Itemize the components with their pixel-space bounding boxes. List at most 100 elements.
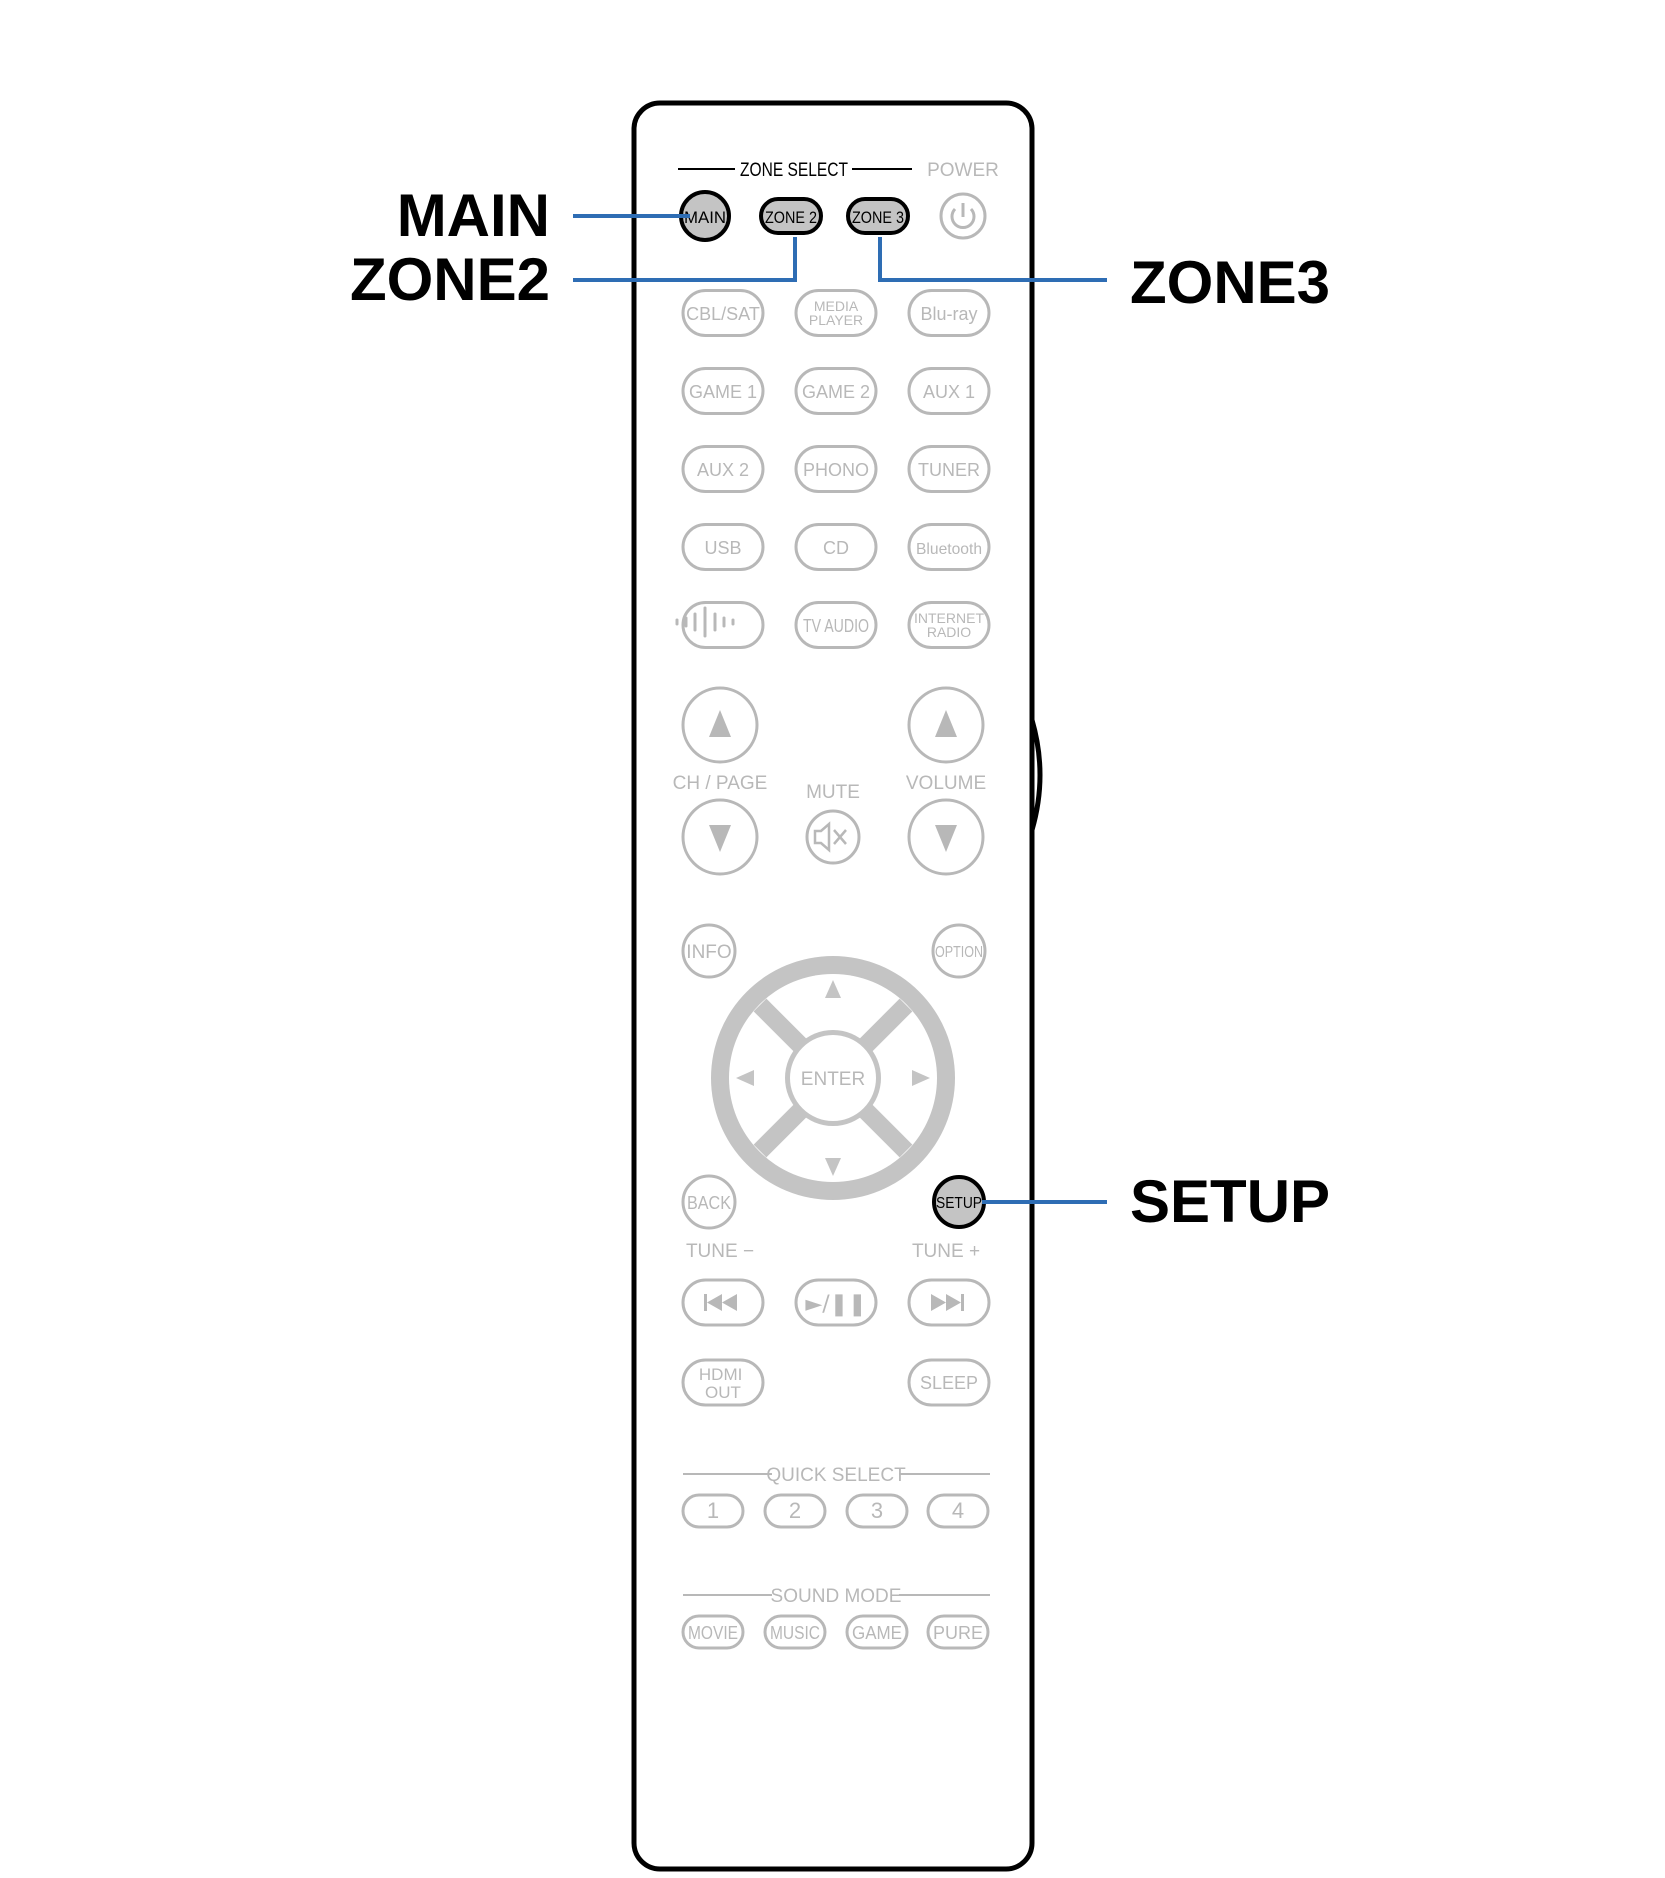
triangle-down-icon [709, 825, 731, 852]
cd-button[interactable]: CD [794, 523, 878, 571]
play-pause-button[interactable]: ►/❚❚ [794, 1278, 878, 1327]
game-1-label: GAME 1 [689, 382, 757, 402]
waveform-icon [675, 606, 735, 638]
blu-ray-label: Blu-ray [920, 304, 977, 324]
game-1-button[interactable]: GAME 1 [681, 367, 765, 415]
arrow-down-icon[interactable] [825, 1158, 841, 1176]
arrow-right-icon[interactable] [912, 1070, 930, 1086]
phono-label: PHONO [803, 460, 869, 480]
info-label: INFO [686, 942, 731, 963]
triangle-down-icon [935, 825, 957, 852]
sleep-label: SLEEP [920, 1373, 978, 1393]
mute-button[interactable] [805, 809, 861, 865]
hdmi-out-label: HDMI OUT [699, 1365, 747, 1402]
aux-2-button[interactable]: AUX 2 [681, 445, 765, 493]
play-pause-icon: ►/❚❚ [805, 1292, 866, 1317]
back-button[interactable] [681, 1174, 737, 1230]
tuner-label: TUNER [918, 460, 980, 480]
sound-mode-game-label: GAME [852, 1623, 902, 1643]
sleep-button[interactable]: SLEEP [907, 1358, 991, 1407]
cd-label: CD [823, 538, 849, 558]
triangle-up-icon [935, 710, 957, 737]
setup-callout-label: SETUP [1130, 1168, 1330, 1235]
zone2-button[interactable] [759, 197, 823, 235]
navigation-pad[interactable] [711, 956, 955, 1200]
ch-page-label: CH / PAGE [673, 773, 768, 794]
cbl-sat-button[interactable]: CBL/SAT [681, 289, 765, 337]
arrow-up-icon[interactable] [825, 980, 841, 998]
zone2-callout-label: ZONE2 [350, 246, 550, 313]
previous-button[interactable] [681, 1278, 765, 1327]
volume-up-button[interactable] [907, 686, 985, 764]
setup-button-label: SETUP [936, 1195, 982, 1212]
power-button[interactable] [939, 192, 987, 240]
tune-plus-label: TUNE + [912, 1241, 980, 1262]
power-label: POWER [927, 160, 999, 181]
phono-button[interactable]: PHONO [794, 445, 878, 493]
quick-select-4-label: 4 [952, 1498, 964, 1523]
sound-mode-label: SOUND MODE [771, 1586, 902, 1607]
sound-mode-movie-button[interactable]: MOVIE [681, 1614, 745, 1650]
zone3-button-label: ZONE 3 [852, 208, 904, 227]
sound-mode-pure-button[interactable]: PURE [926, 1614, 990, 1650]
game-2-label: GAME 2 [802, 382, 870, 402]
zone2-callout-line [573, 237, 797, 282]
usb-button[interactable]: USB [681, 523, 765, 571]
quick-select-1-label: 1 [707, 1498, 719, 1523]
arrow-left-icon[interactable] [736, 1070, 754, 1086]
enter-label: ENTER [801, 1069, 865, 1090]
usb-label: USB [704, 538, 741, 558]
mute-label: MUTE [806, 782, 860, 803]
volume-down-button[interactable] [907, 798, 985, 876]
sound-mode-music-label: MUSIC [770, 1623, 820, 1643]
zone3-callout-line [878, 237, 1107, 282]
speaker-mute-icon [813, 821, 847, 853]
ch-page-down-button[interactable] [681, 798, 759, 876]
quick-select-4-button[interactable]: 4 [926, 1493, 990, 1529]
aux-1-label: AUX 1 [923, 382, 975, 402]
quick-select-1-button[interactable]: 1 [681, 1493, 745, 1529]
sound-mode-pure-label: PURE [933, 1623, 983, 1643]
bluetooth-label: Bluetooth [916, 541, 982, 558]
option-label: OPTION [935, 944, 983, 961]
aux-1-button[interactable]: AUX 1 [907, 367, 991, 415]
aux-2-label: AUX 2 [697, 460, 749, 480]
cbl-sat-label: CBL/SAT [686, 304, 760, 324]
skip-forward-icon [931, 1294, 964, 1311]
next-button[interactable] [907, 1278, 991, 1327]
quick-select-2-button[interactable]: 2 [763, 1493, 827, 1529]
quick-select-label: QUICK SELECT [766, 1465, 906, 1486]
sound-mode-movie-label: MOVIE [688, 1623, 738, 1643]
remote-side-bump [1029, 719, 1043, 831]
hdmi-out-button[interactable]: HDMI OUT [681, 1358, 765, 1407]
tuner-button[interactable]: TUNER [907, 445, 991, 493]
tv-audio-label: TV AUDIO [803, 616, 869, 636]
ch-page-up-button[interactable] [681, 686, 759, 764]
zone-select-label: ZONE SELECT [740, 160, 848, 181]
quick-select-3-label: 3 [871, 1498, 883, 1523]
quick-select-3-button[interactable]: 3 [845, 1493, 909, 1529]
main-callout-label: MAIN [397, 182, 550, 249]
zone3-button[interactable] [846, 197, 910, 235]
game-2-button[interactable]: GAME 2 [794, 367, 878, 415]
zone3-callout-label: ZONE3 [1130, 249, 1330, 316]
blu-ray-button[interactable]: Blu-ray [907, 289, 991, 337]
bluetooth-button[interactable]: Bluetooth [907, 523, 991, 571]
sound-mode-music-button[interactable]: MUSIC [763, 1614, 827, 1650]
main-button-label: MAIN [684, 208, 726, 227]
info-button[interactable] [681, 923, 737, 979]
zone2-button-label: ZONE 2 [765, 208, 817, 227]
option-button[interactable] [931, 923, 987, 979]
sound-mode-game-button[interactable]: GAME [845, 1614, 909, 1650]
tv-audio-button[interactable]: TV AUDIO [794, 601, 878, 649]
quick-select-2-label: 2 [789, 1498, 801, 1523]
quick-select-buttons: 1 2 3 4 [681, 1493, 990, 1529]
tune-minus-label: TUNE − [686, 1241, 754, 1262]
